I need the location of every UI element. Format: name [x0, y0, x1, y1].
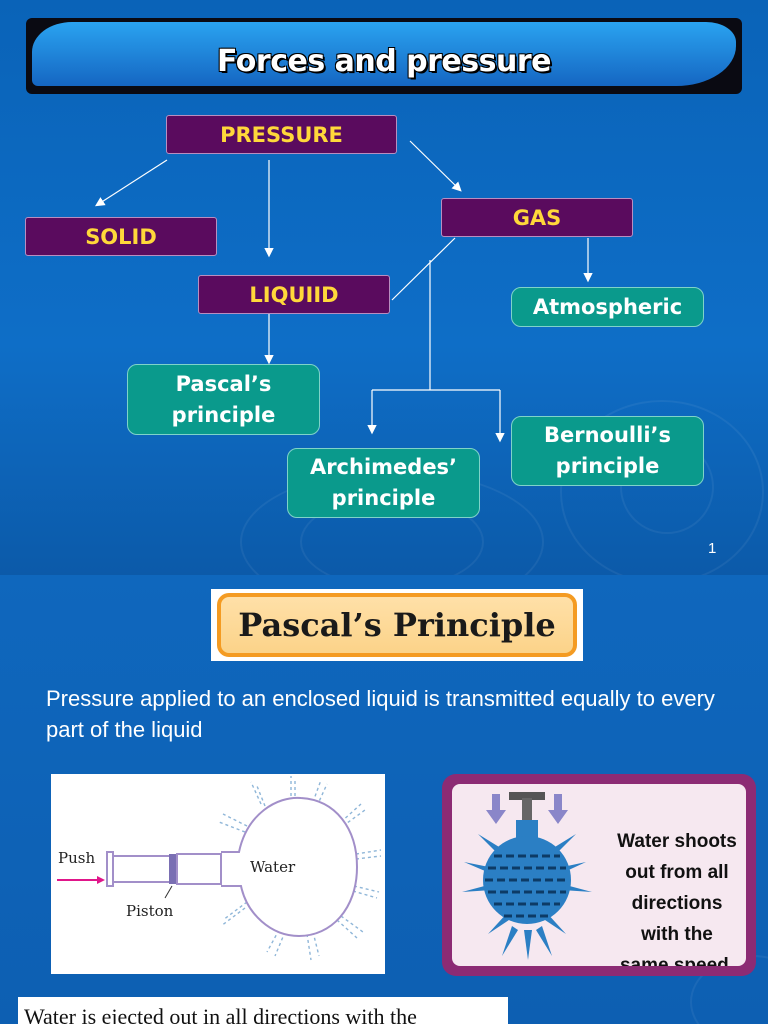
pascal-heading-plate: Pascal’s Principle	[217, 593, 577, 657]
piston-plunger	[169, 854, 177, 884]
piston-diagram: Push Water Piston	[51, 774, 385, 974]
illustration-line: directions	[631, 893, 723, 914]
down-arrow-icon	[486, 794, 506, 824]
illustration-caption: Water shoots out from all directions wit…	[602, 826, 746, 966]
bottom-caption: Water is ejected out in all directions w…	[18, 997, 508, 1024]
slide-number: 1	[708, 540, 717, 557]
node-liquid: LIQUIID	[198, 275, 390, 314]
node-atmospheric: Atmospheric	[511, 287, 704, 327]
piston-label: Piston	[126, 902, 174, 920]
slide-title: Forces and pressure	[217, 44, 551, 79]
illustration-panel: Water shoots out from all directions wit…	[452, 784, 746, 966]
illustration-line: out from all	[625, 862, 729, 883]
push-label: Push	[58, 849, 96, 867]
node-archimedes-line1: Archimedes’	[309, 455, 458, 479]
node-archimedes-line2: principle	[331, 486, 436, 510]
node-bernoulli-line1: Bernoulli’s	[543, 423, 671, 447]
node-solid: SOLID	[25, 217, 217, 256]
illustration-line: with the	[641, 924, 713, 945]
node-gas: GAS	[441, 198, 633, 237]
water-label: Water	[250, 858, 296, 876]
water-jets	[218, 776, 382, 961]
node-bernoulli-line2: principle	[555, 454, 660, 478]
piston-diagram-drawing	[57, 776, 382, 961]
water-vessel	[221, 796, 359, 938]
slide-pascal-principle: Pascal’s Principle Pressure applied to a…	[0, 575, 768, 1024]
line-liquid-gas	[391, 237, 456, 301]
title-banner: Forces and pressure	[26, 18, 742, 94]
pascal-heading-frame: Pascal’s Principle	[211, 589, 583, 661]
concept-map-connectors	[94, 140, 593, 443]
piston-cylinder	[176, 853, 222, 885]
illustration-line: same speed.	[619, 955, 735, 966]
piston-handle	[106, 851, 114, 887]
flask-drawing	[462, 792, 592, 960]
arrow-pressure-solid	[94, 159, 168, 207]
arrow-pressure-gas	[409, 140, 462, 192]
pascal-description: Pressure applied to an enclosed liquid i…	[46, 686, 715, 742]
down-arrow-icon	[548, 794, 568, 824]
illustration-line: Water shoots	[617, 831, 737, 852]
pascal-heading: Pascal’s Principle	[238, 606, 556, 644]
ripple-decoration	[560, 400, 764, 575]
node-pascal-line2: principle	[171, 402, 276, 427]
node-pascal-line1: Pascal’s	[175, 371, 272, 396]
slide-forces-and-pressure: Forces and pressure PRESSURE SOLID GAS L…	[0, 0, 768, 575]
water-shoots-illustration: Water shoots out from all directions wit…	[442, 774, 756, 976]
node-bernoulli-principle: Bernoulli’s principle	[511, 416, 704, 486]
node-pressure: PRESSURE	[166, 115, 397, 154]
title-banner-wave	[32, 22, 736, 86]
node-pascal-principle: Pascal’s principle	[127, 364, 320, 435]
plunger-handle	[509, 792, 545, 800]
node-archimedes-principle: Archimedes’ principle	[287, 448, 480, 518]
